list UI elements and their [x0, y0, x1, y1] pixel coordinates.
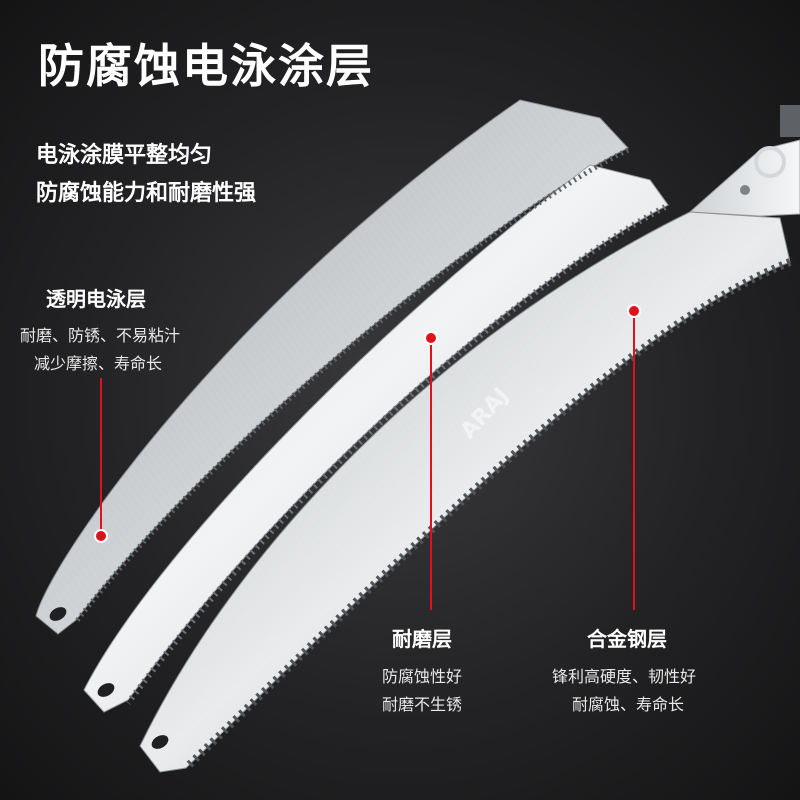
subtitle-line: 防腐蚀能力和耐磨性强	[36, 181, 257, 206]
blade-clear-coat	[35, 99, 629, 635]
layer-desc-clear-coat: 耐磨、防锈、不易粘汁	[20, 326, 181, 345]
layer-desc-alloy: 锋利高硬度、韧性好	[552, 667, 697, 686]
layer-title-wear: 耐磨层	[392, 627, 452, 651]
blade-alloy-steel: ARAJ	[139, 211, 792, 773]
layer-desc-wear: 防腐蚀性好	[382, 667, 463, 686]
subtitle-line: 电泳涂膜平整均匀	[36, 143, 213, 168]
saw-handle-bracket	[688, 105, 800, 217]
callout-marker-wear	[424, 331, 438, 610]
headline: 防腐蚀电泳涂层	[38, 39, 374, 93]
layer-desc-wear: 耐磨不生锈	[382, 695, 463, 714]
blade-wear-layer	[83, 164, 669, 713]
callout-marker-alloy	[627, 304, 641, 610]
layer-desc-alloy: 耐腐蚀、寿命长	[572, 695, 685, 714]
layer-title-alloy: 合金钢层	[587, 627, 667, 651]
layer-title-clear-coat: 透明电泳层	[46, 287, 146, 311]
callout-marker-clear	[94, 378, 108, 543]
layer-desc-clear-coat: 减少摩擦、寿命长	[34, 354, 163, 373]
